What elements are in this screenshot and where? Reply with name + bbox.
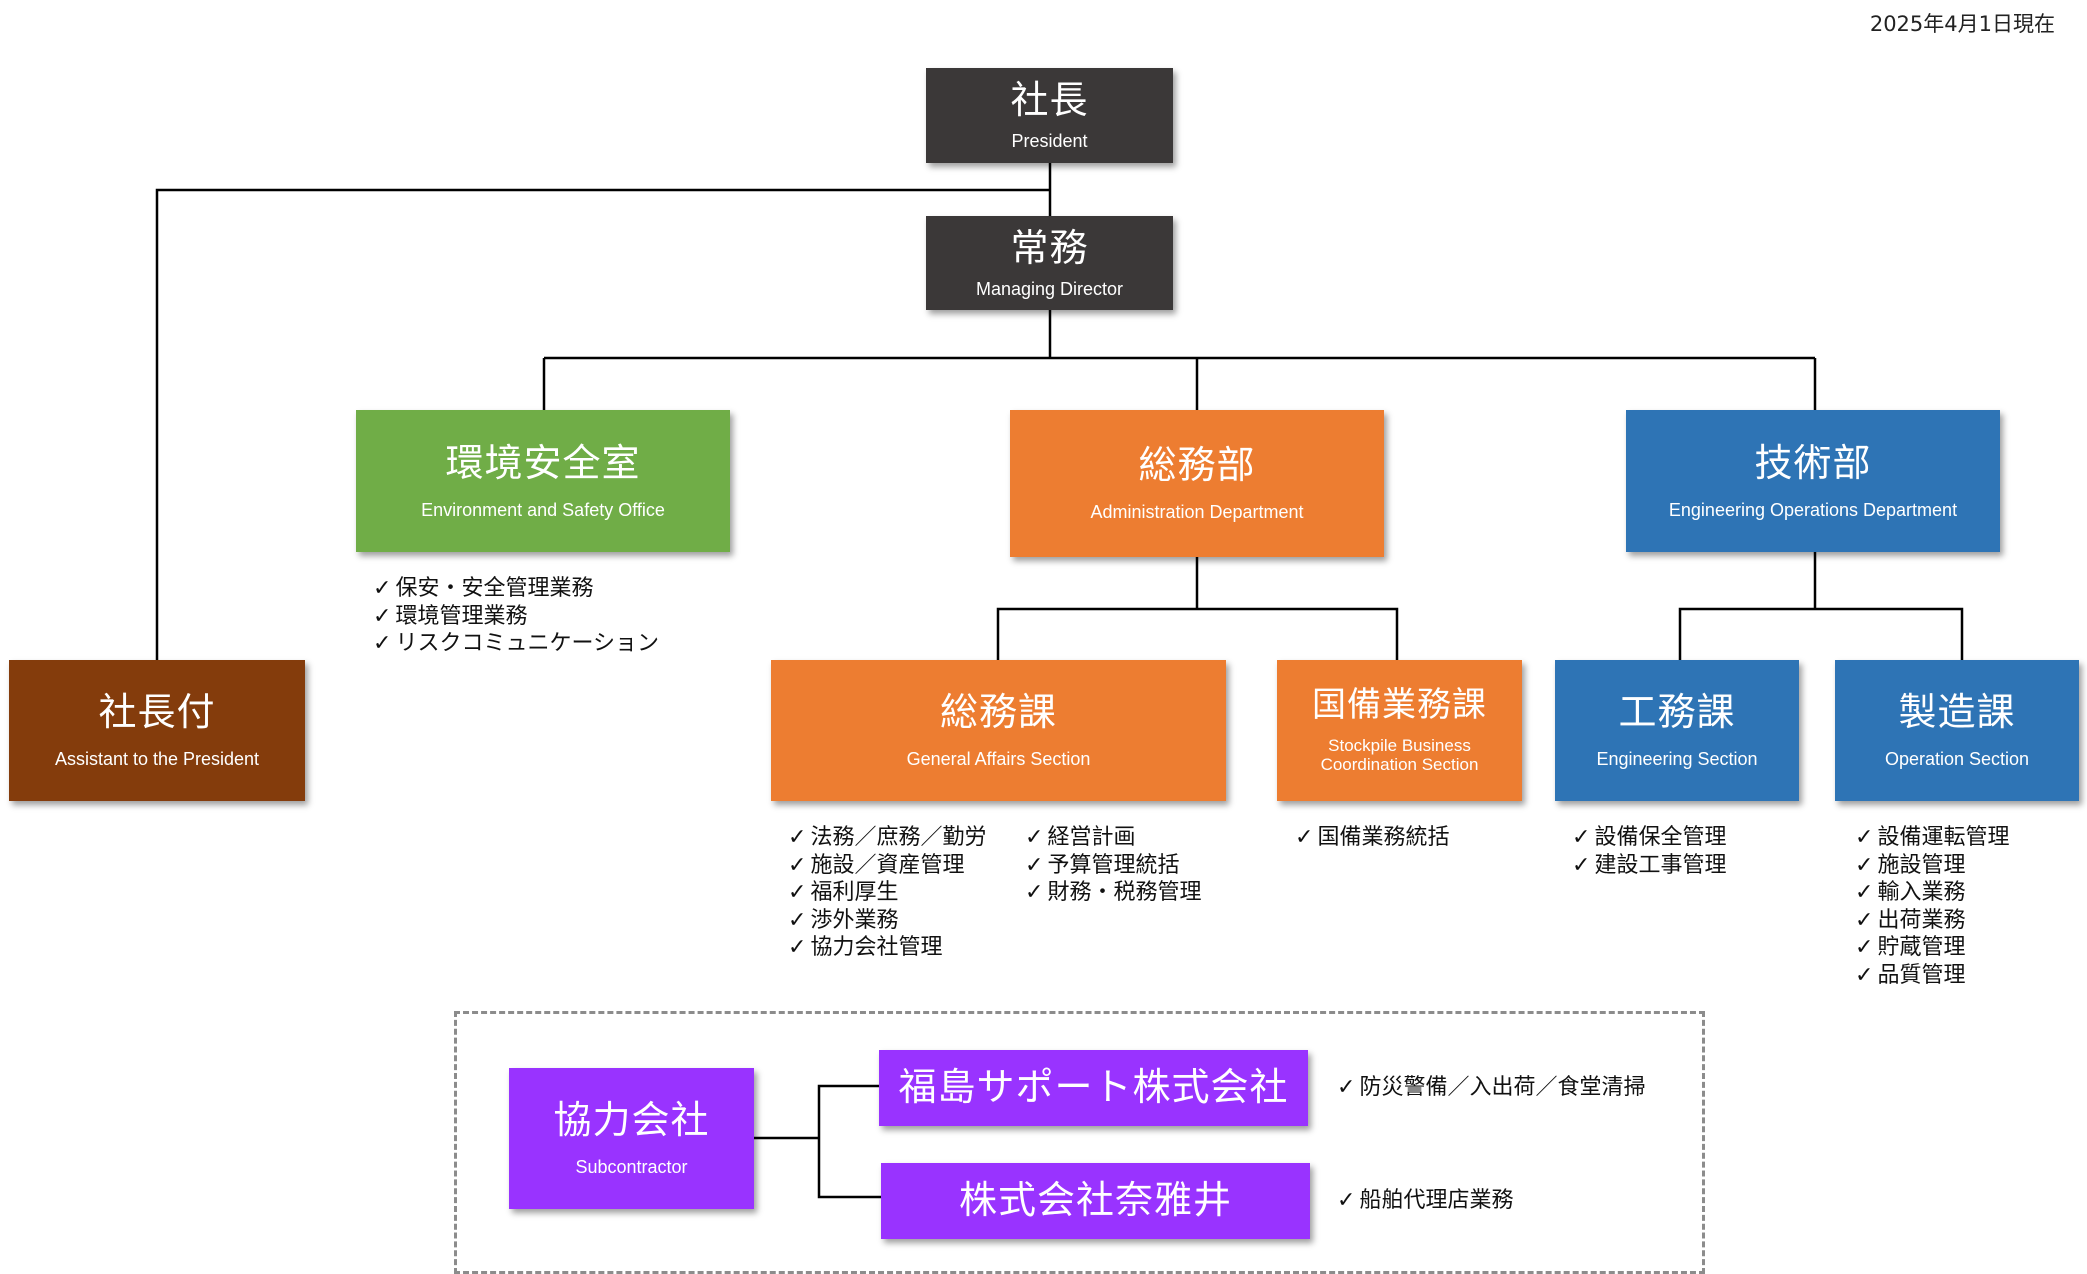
managing-director-box: 常務 Managing Director — [926, 216, 1173, 310]
task-item: 国備業務統括 — [1295, 824, 1449, 852]
task-item: 建設工事管理 — [1572, 852, 1726, 880]
engineering-department-subtitle: Engineering Operations Department — [1668, 499, 1958, 520]
env-safety-task-list: 保安・安全管理業務 環境管理業務 リスクコミュニケーション — [373, 575, 659, 658]
managing-director-title: 常務 — [1010, 225, 1089, 270]
president-title: 社長 — [1010, 78, 1089, 123]
general-affairs-section-title: 総務課 — [939, 690, 1057, 735]
task-item: 施設／資産管理 — [788, 852, 986, 880]
task-item: 施設管理 — [1855, 852, 2009, 880]
task-item: 出荷業務 — [1855, 907, 2009, 935]
env-safety-office-subtitle: Environment and Safety Office — [421, 499, 665, 520]
general-affairs-task-list-1: 法務／庶務／勤労 施設／資産管理 福利厚生 渉外業務 協力会社管理 — [788, 824, 986, 962]
stockpile-section-box: 国備業務課 Stockpile Business Coordination Se… — [1277, 660, 1522, 801]
task-item: 防災警備／入出荷／食堂清掃 — [1337, 1074, 1645, 1102]
general-affairs-section-subtitle: General Affairs Section — [906, 749, 1091, 769]
admin-department-title: 総務部 — [1138, 443, 1256, 488]
task-item: 渉外業務 — [788, 907, 986, 935]
task-item: 福利厚生 — [788, 879, 986, 907]
operation-section-task-list: 設備運転管理 施設管理 輸入業務 出荷業務 貯蔵管理 品質管理 — [1855, 824, 2009, 989]
assistant-subtitle: Assistant to the President — [54, 749, 260, 769]
narai-box: 株式会社奈雅井 — [881, 1163, 1310, 1239]
narai-title: 株式会社奈雅井 — [958, 1178, 1232, 1223]
task-item: 経営計画 — [1025, 824, 1201, 852]
engineering-section-task-list: 設備保全管理 建設工事管理 — [1572, 824, 1726, 879]
task-item: 協力会社管理 — [788, 934, 986, 962]
assistant-box: 社長付 Assistant to the President — [9, 660, 305, 801]
managing-director-subtitle: Managing Director — [975, 278, 1124, 299]
operation-section-subtitle: Operation Section — [1884, 749, 2030, 769]
task-item: 船舶代理店業務 — [1337, 1187, 1513, 1215]
admin-department-box: 総務部 Administration Department — [1010, 410, 1384, 557]
task-item: 品質管理 — [1855, 962, 2009, 990]
assistant-title: 社長付 — [98, 690, 216, 735]
stockpile-section-subtitle-line1: Stockpile Business — [1328, 736, 1471, 756]
task-item: 設備運転管理 — [1855, 824, 2009, 852]
admin-department-subtitle: Administration Department — [1090, 502, 1304, 522]
general-affairs-task-list-2: 経営計画 予算管理統括 財務・税務管理 — [1025, 824, 1201, 907]
env-safety-office-box: 環境安全室 Environment and Safety Office — [356, 410, 730, 552]
task-item: 輸入業務 — [1855, 879, 2009, 907]
env-safety-office-title: 環境安全室 — [445, 440, 641, 485]
task-item: 環境管理業務 — [373, 603, 659, 631]
fukushima-support-title: 福島サポート株式会社 — [898, 1065, 1289, 1110]
narai-task-list: 船舶代理店業務 — [1337, 1187, 1513, 1215]
task-item: 貯蔵管理 — [1855, 934, 2009, 962]
subcontractor-group-frame — [454, 1011, 1705, 1274]
stockpile-section-title: 国備業務課 — [1312, 685, 1487, 726]
fukushima-support-task-list: 防災警備／入出荷／食堂清掃 — [1337, 1074, 1645, 1102]
as-of-date: 2025年4月1日現在 — [1869, 12, 2055, 36]
subcontractor-box: 協力会社 Subcontractor — [509, 1068, 754, 1209]
task-item: 財務・税務管理 — [1025, 879, 1201, 907]
engineering-department-title: 技術部 — [1754, 440, 1872, 485]
task-item: 法務／庶務／勤労 — [788, 824, 986, 852]
president-box: 社長 President — [926, 68, 1173, 163]
subcontractor-title: 協力会社 — [553, 1098, 710, 1143]
president-subtitle: President — [1011, 131, 1088, 151]
engineering-section-subtitle: Engineering Section — [1596, 749, 1758, 769]
stockpile-section-subtitle-line2: Coordination Section — [1320, 755, 1479, 775]
stockpile-task-list: 国備業務統括 — [1295, 824, 1449, 852]
engineering-section-title: 工務課 — [1618, 690, 1736, 735]
task-item: 保安・安全管理業務 — [373, 575, 659, 603]
general-affairs-section-box: 総務課 General Affairs Section — [771, 660, 1226, 801]
operation-section-title: 製造課 — [1898, 690, 2016, 735]
task-item: 設備保全管理 — [1572, 824, 1726, 852]
task-item: 予算管理統括 — [1025, 852, 1201, 880]
engineering-section-box: 工務課 Engineering Section — [1555, 660, 1799, 801]
operation-section-box: 製造課 Operation Section — [1835, 660, 2079, 801]
task-item: リスクコミュニケーション — [373, 630, 659, 658]
engineering-department-box: 技術部 Engineering Operations Department — [1626, 410, 2000, 552]
subcontractor-subtitle: Subcontractor — [575, 1157, 688, 1177]
fukushima-support-box: 福島サポート株式会社 — [879, 1050, 1308, 1126]
